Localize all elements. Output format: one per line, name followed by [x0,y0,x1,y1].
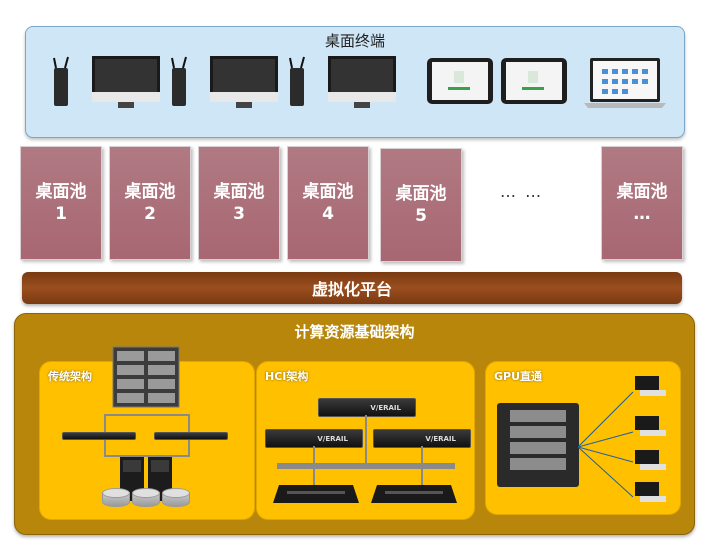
gpu-server-icon [497,403,579,487]
desktop-terminals-panel: 桌面终端 [25,26,685,138]
pool-number: 5 [415,206,427,226]
desktop-pool-2: 桌面池 2 [109,146,191,260]
laptop-icon [584,58,666,108]
desktop-pool-4: 桌面池 4 [287,146,369,260]
desktop-pool-1: 桌面池 1 [20,146,102,260]
gpu-label: GPU直通 [494,370,543,383]
pool-number: 2 [144,204,156,224]
infrastructure-title: 计算资源基础架构 [294,323,415,341]
pool-name: 桌面池 [124,182,176,202]
hci-server-label: V/ERAIL [425,434,456,443]
storage-disk-icon [132,488,160,508]
thin-client-monitor-icon [171,56,278,108]
gpu-passthrough-box: GPU直通 [485,361,681,515]
virtualization-title: 虚拟化平台 [311,280,392,299]
pool-name: 桌面池 [616,182,668,202]
pool-name: 桌面池 [35,182,87,202]
hci-switch-icon [371,485,457,503]
blade-chassis-icon [112,346,180,408]
desktop-terminals-title: 桌面终端 [324,32,385,50]
pool-number: … [633,204,651,224]
virtualization-platform-bar: 虚拟化平台 [22,272,682,304]
tablet-icon [427,58,493,104]
network-switch-icon [154,432,228,440]
pools-ellipsis: … … [500,182,544,201]
thin-client-monitor-icon [289,56,396,108]
hci-label: HCI架构 [265,370,309,383]
tablet-icon [501,58,567,104]
hci-architecture-box: HCI架构 V/ERAIL V/ERAIL V/ERAIL [256,361,475,520]
hci-server-label: V/ERAIL [370,403,401,412]
traditional-label: 传统架构 [48,370,92,383]
hci-server-label: V/ERAIL [317,434,348,443]
pool-name: 桌面池 [302,182,354,202]
desktop-pool-5: 桌面池 5 [380,148,462,262]
pool-number: 4 [322,204,334,224]
thin-client-monitor-icon [53,56,160,108]
desktop-pool-more: 桌面池 … [601,146,683,260]
pool-number: 3 [233,204,245,224]
pool-name: 桌面池 [213,182,265,202]
compute-infrastructure-panel: 计算资源基础架构 传统架构 [14,313,695,535]
storage-disk-icon [162,488,190,508]
traditional-architecture-box: 传统架构 [39,346,255,520]
gpu-connection-lines [578,376,666,502]
network-switch-icon [62,432,136,440]
pool-name: 桌面池 [395,184,447,204]
hci-server-icon: V/ERAIL [318,398,416,417]
hci-server-icon: V/ERAIL [373,429,471,448]
desktop-pool-3: 桌面池 3 [198,146,280,260]
hci-switch-icon [273,485,359,503]
pool-number: 1 [55,204,67,224]
storage-disk-icon [102,488,130,508]
